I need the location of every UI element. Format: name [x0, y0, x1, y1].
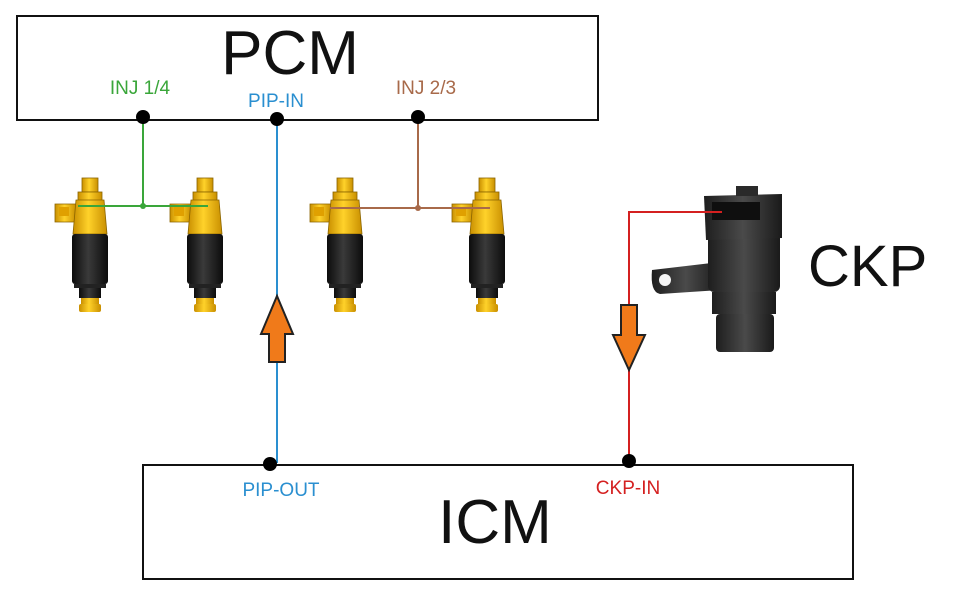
fuel-injector-icon: [54, 177, 109, 313]
inj-1-4-label: INJ 1/4: [110, 78, 171, 99]
pcm-box: [16, 15, 599, 121]
crankshaft-position-sensor-icon: [651, 186, 782, 352]
fuel-injector-icon: [451, 177, 506, 313]
ckp-in-terminal: [622, 454, 636, 468]
arrow-up-icon: [259, 293, 295, 363]
inj-2-3-terminal: [411, 110, 425, 124]
ckp-in-label: CKP-IN: [596, 478, 660, 499]
pip-out-terminal: [263, 457, 277, 471]
junction-dot: [140, 203, 146, 209]
ckp-wire: [628, 211, 722, 460]
arrow-down-icon: [611, 304, 647, 373]
inj-1-4-terminal: [136, 110, 150, 124]
pip-in-label: PIP-IN: [248, 91, 304, 112]
ckp-title: CKP: [808, 234, 927, 299]
fuel-injector-icon: [169, 177, 224, 313]
pip-in-terminal: [270, 112, 284, 126]
inj-2-3-wire: [330, 117, 490, 209]
pcm-title: PCM: [221, 19, 359, 88]
junction-dot: [415, 205, 421, 211]
icm-title: ICM: [438, 488, 552, 557]
pip-out-label: PIP-OUT: [242, 480, 319, 501]
inj-2-3-label: INJ 2/3: [396, 78, 456, 99]
fuel-injector-icon: [309, 177, 364, 313]
icm-box: [142, 464, 854, 580]
